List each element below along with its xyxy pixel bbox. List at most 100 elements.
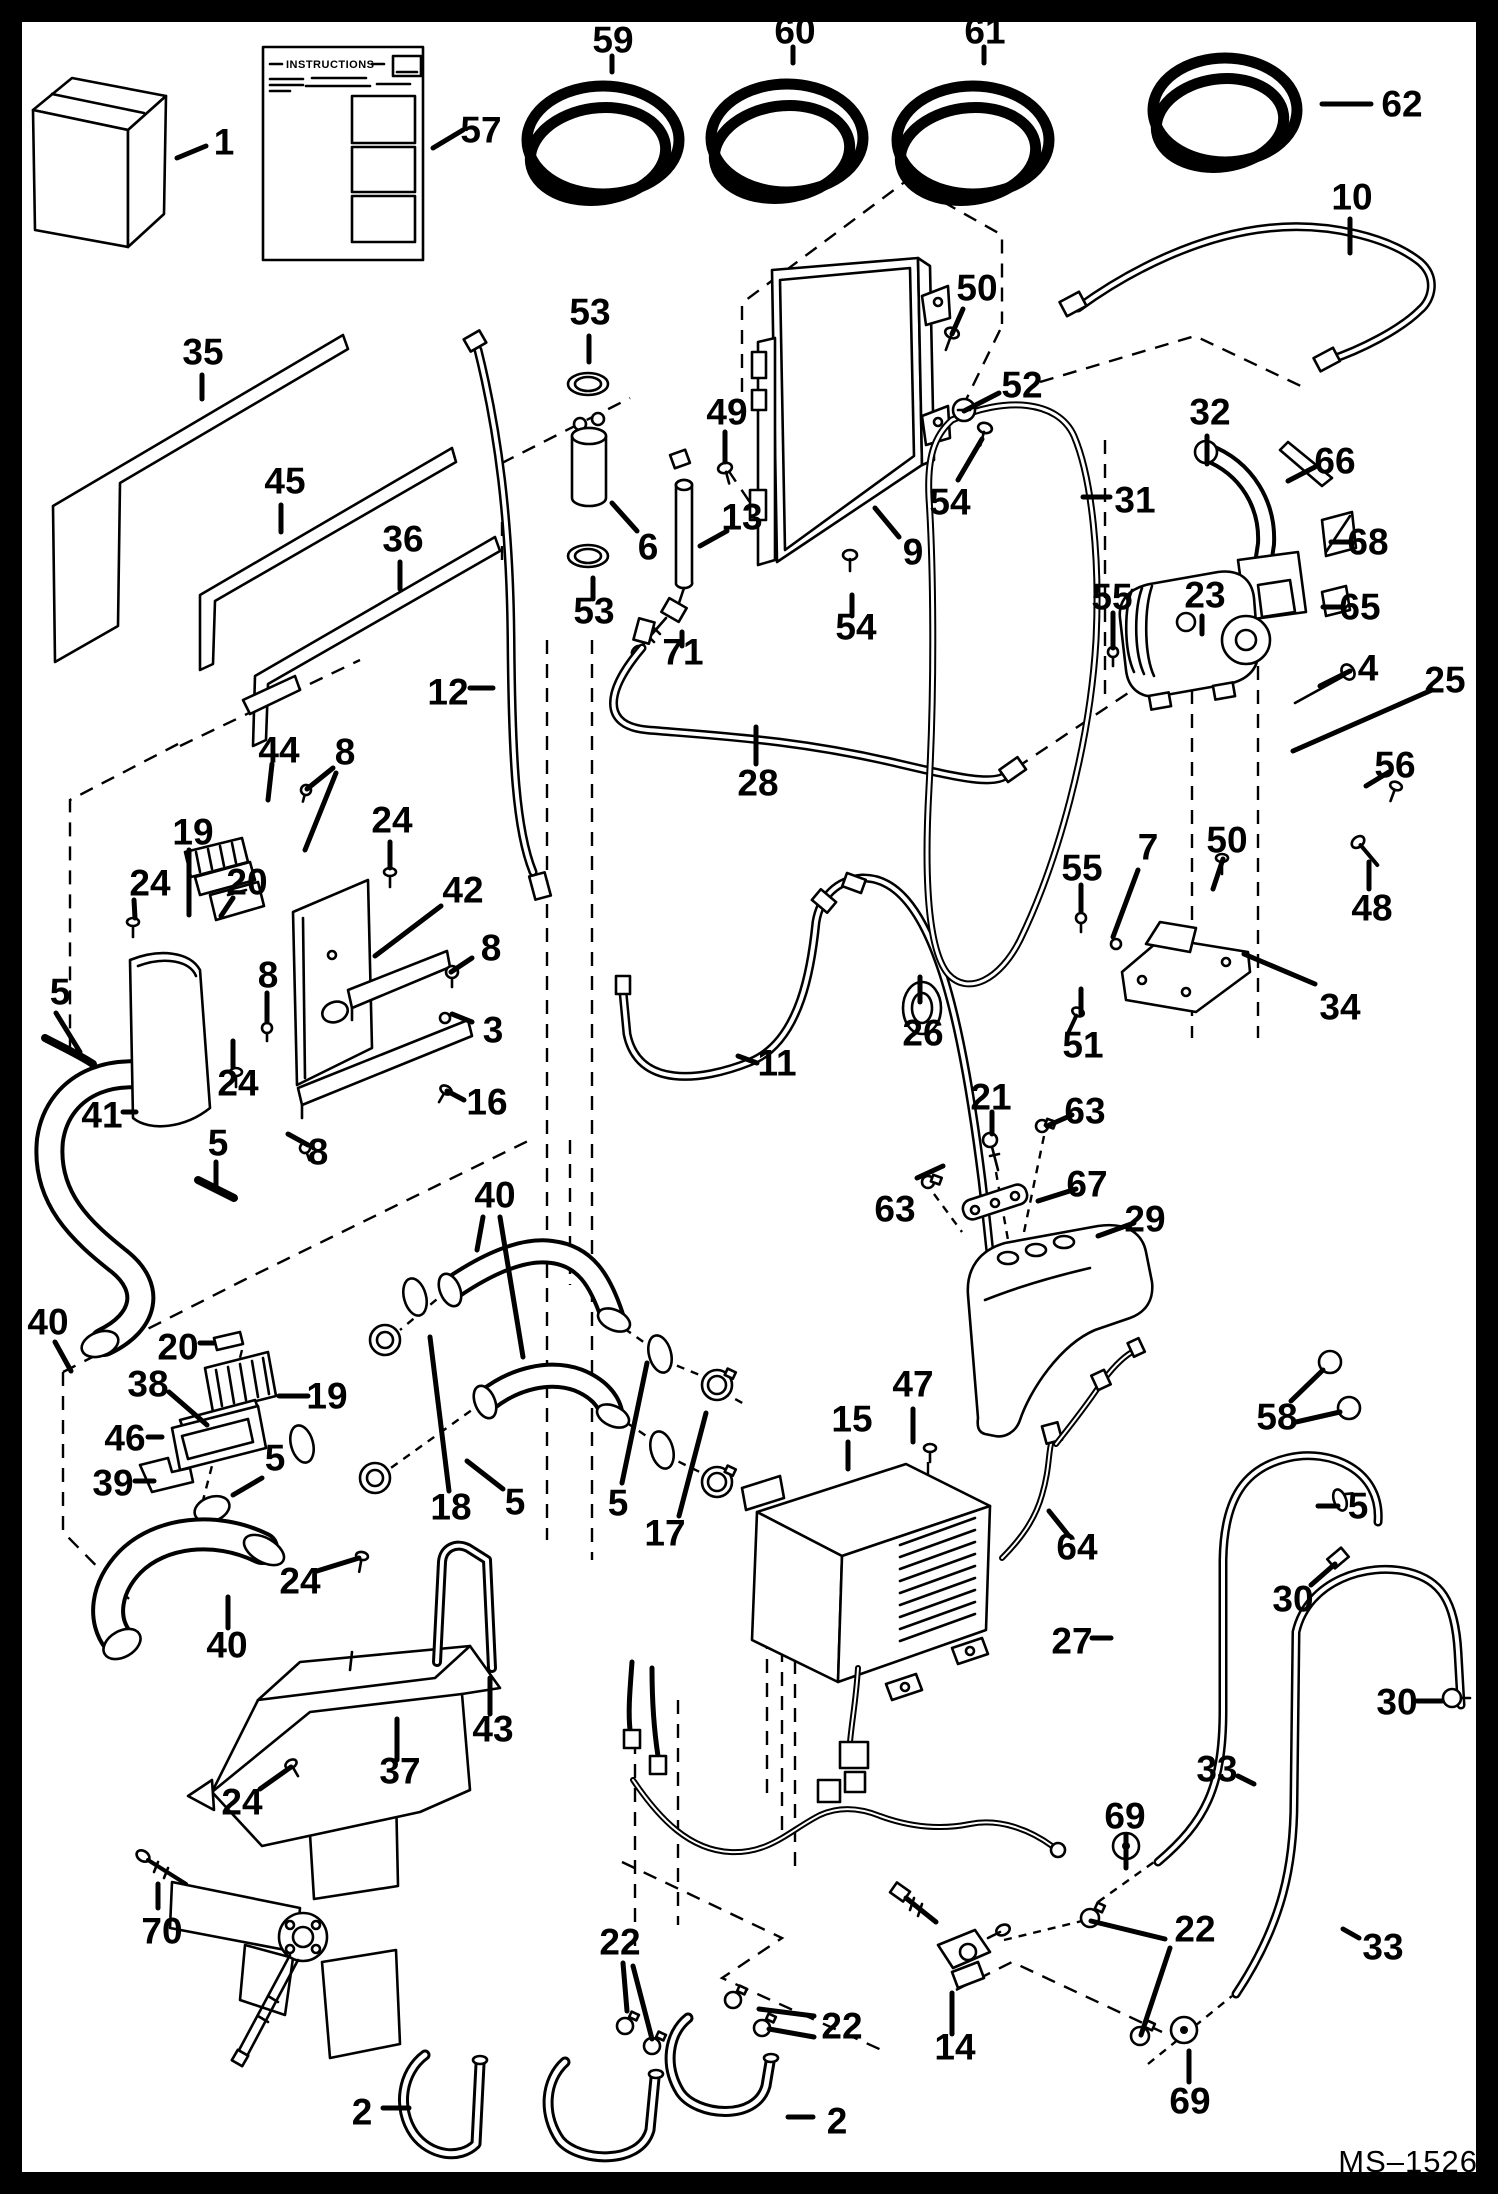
callout-leader-22 bbox=[1138, 1945, 1173, 2038]
callout-3: 3 bbox=[483, 1010, 504, 1051]
callout-leader-8 bbox=[302, 770, 339, 853]
callout-leader-54 bbox=[955, 436, 985, 483]
callout-70: 70 bbox=[141, 1911, 182, 1952]
callout-5: 5 bbox=[208, 1123, 229, 1164]
callout-69: 69 bbox=[1104, 1796, 1145, 1837]
seal-strip-5b bbox=[194, 1176, 238, 1202]
callout-40: 40 bbox=[206, 1625, 247, 1666]
callout-5: 5 bbox=[608, 1483, 629, 1524]
callout-46: 46 bbox=[104, 1418, 145, 1459]
callout-leader-22 bbox=[1088, 1918, 1168, 1942]
callout-12: 12 bbox=[427, 672, 468, 713]
callout-64: 64 bbox=[1056, 1527, 1098, 1568]
callout-leader-17 bbox=[676, 1410, 709, 1519]
callout-26: 26 bbox=[902, 1013, 943, 1054]
heater-hose-33b bbox=[1231, 1564, 1466, 1999]
carton-box bbox=[31, 76, 168, 249]
washer-3 bbox=[438, 1011, 452, 1025]
bolt-48 bbox=[1350, 834, 1380, 867]
callout-49: 49 bbox=[706, 392, 747, 433]
callout-57: 57 bbox=[460, 110, 501, 151]
callout-33: 33 bbox=[1362, 1927, 1403, 1968]
condenser bbox=[748, 256, 952, 567]
drive-belt bbox=[923, 401, 1101, 988]
seal-43 bbox=[432, 1540, 497, 1673]
nut-63b bbox=[920, 1173, 944, 1190]
callout-35: 35 bbox=[182, 332, 223, 373]
callout-leader-5 bbox=[230, 1475, 265, 1498]
callout-leader-11 bbox=[735, 1053, 760, 1066]
callout-leader-9 bbox=[872, 505, 902, 540]
callout-29: 29 bbox=[1124, 1199, 1165, 1240]
callout-8: 8 bbox=[335, 732, 356, 773]
callout-19: 19 bbox=[306, 1376, 347, 1417]
bracket-44 bbox=[241, 674, 302, 716]
duct-elbow-lower-40 bbox=[472, 1362, 631, 1429]
callout-42: 42 bbox=[442, 870, 483, 911]
seal-strip-36 bbox=[251, 535, 502, 748]
callout-55: 55 bbox=[1061, 848, 1102, 889]
callout-leader-52 bbox=[961, 390, 1002, 414]
callout-28: 28 bbox=[737, 763, 778, 804]
callout-leader-22 bbox=[766, 2026, 817, 2040]
callout-2: 2 bbox=[352, 2092, 373, 2133]
callout-leader-5 bbox=[464, 1458, 506, 1492]
callout-24: 24 bbox=[371, 800, 413, 841]
callout-leader-22 bbox=[620, 1960, 630, 2014]
callout-leader-42 bbox=[372, 903, 444, 959]
gasket-ovals-5 bbox=[288, 1277, 676, 1470]
receiver-drier bbox=[566, 371, 610, 569]
instructions-title: INSTRUCTIONS bbox=[286, 59, 375, 71]
callout-20: 20 bbox=[226, 862, 267, 903]
callout-50: 50 bbox=[956, 268, 997, 309]
callout-leader-38 bbox=[166, 1389, 210, 1428]
callout-38: 38 bbox=[127, 1364, 168, 1405]
shim-66 bbox=[1278, 440, 1334, 488]
hose-2-mid bbox=[542, 2056, 665, 2163]
screw-47 bbox=[922, 1442, 938, 1464]
wire-harness-64 bbox=[999, 1336, 1147, 1561]
callout-48: 48 bbox=[1351, 888, 1392, 929]
callout-24: 24 bbox=[129, 863, 171, 904]
callout-63: 63 bbox=[1064, 1091, 1105, 1132]
hose-11 bbox=[614, 871, 1009, 1392]
callout-40: 40 bbox=[27, 1302, 68, 1343]
callout-leader-8 bbox=[448, 955, 475, 975]
callout-2: 2 bbox=[827, 2101, 848, 2142]
callout-17: 17 bbox=[644, 1513, 685, 1554]
grommet-69b bbox=[1169, 2015, 1199, 2045]
callout-20: 20 bbox=[157, 1327, 198, 1368]
callout-52: 52 bbox=[1001, 365, 1042, 406]
callout-53: 53 bbox=[573, 591, 614, 632]
callout-59: 59 bbox=[592, 20, 633, 61]
callout-53: 53 bbox=[569, 292, 610, 333]
callout-41: 41 bbox=[81, 1095, 122, 1136]
callout-leader-20 bbox=[218, 895, 236, 919]
callout-24: 24 bbox=[279, 1561, 321, 1602]
figure-number-watermark: MS–1526 bbox=[1338, 2144, 1478, 2179]
callout-5: 5 bbox=[505, 1482, 526, 1523]
callout-leader-66 bbox=[1285, 464, 1318, 484]
bracket-rail bbox=[296, 1018, 474, 1107]
callout-8: 8 bbox=[308, 1132, 329, 1173]
callout-8: 8 bbox=[481, 928, 502, 969]
callout-leader-40 bbox=[497, 1214, 526, 1360]
vent-knob-20 bbox=[212, 1330, 245, 1352]
callout-32: 32 bbox=[1189, 392, 1230, 433]
callout-19: 19 bbox=[172, 812, 213, 853]
hose-coil-59 bbox=[521, 80, 685, 207]
hose-clamp-17b bbox=[700, 1464, 738, 1499]
callout-36: 36 bbox=[382, 519, 423, 560]
compressor bbox=[1118, 570, 1356, 711]
callout-50: 50 bbox=[1206, 820, 1247, 861]
louver-register-19 bbox=[203, 1350, 278, 1414]
hose-2-left bbox=[397, 2049, 489, 2160]
clip-7 bbox=[1109, 937, 1123, 951]
callout-leader-13 bbox=[697, 528, 730, 549]
fasteners bbox=[125, 326, 1404, 1778]
callout-leader-16 bbox=[444, 1088, 467, 1103]
callout-leader-44 bbox=[265, 761, 275, 803]
